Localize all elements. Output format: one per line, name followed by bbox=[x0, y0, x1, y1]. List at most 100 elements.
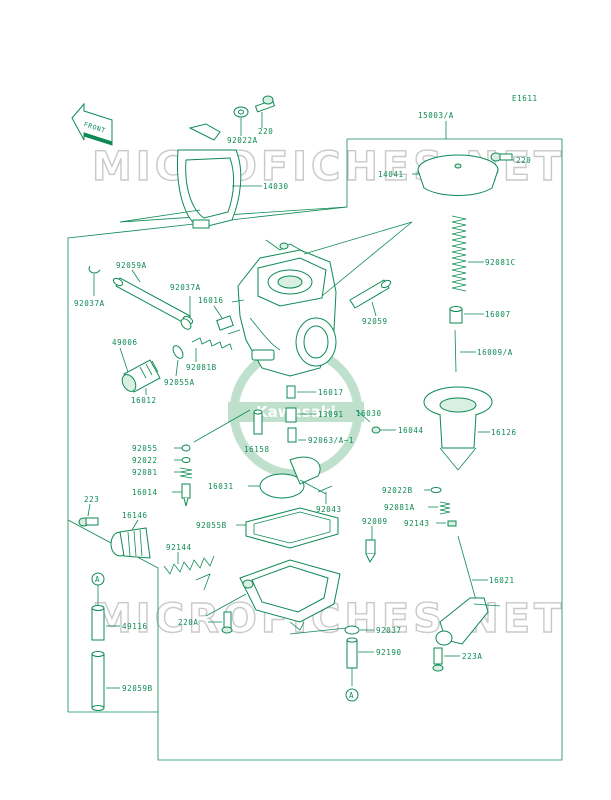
label-92022: 92022 bbox=[132, 456, 158, 465]
label-16016: 16016 bbox=[198, 296, 224, 305]
svg-text:A: A bbox=[349, 691, 354, 700]
label-14041: 14041 bbox=[378, 170, 404, 179]
part-92037A-clip-left bbox=[88, 265, 101, 296]
part-92055A-oring bbox=[172, 345, 184, 377]
label-92143: 92143 bbox=[404, 519, 430, 528]
label-16146: 16146 bbox=[122, 511, 148, 520]
part-16158 bbox=[253, 409, 263, 435]
svg-text:A: A bbox=[95, 575, 100, 584]
part-223-screw bbox=[78, 503, 99, 527]
part-16126-diaphragm bbox=[423, 386, 493, 471]
part-92009-screw bbox=[365, 526, 376, 564]
part-92022A-washer bbox=[233, 106, 249, 136]
part-16146 bbox=[110, 519, 151, 559]
part-92059B-tube bbox=[91, 651, 120, 711]
label-49006: 49006 bbox=[112, 338, 138, 347]
label-92043: 92043 bbox=[316, 505, 342, 514]
part-92055B-gasket bbox=[236, 507, 339, 549]
marker-a-left: A bbox=[91, 572, 105, 606]
front-arrow-icon: FRONT bbox=[71, 102, 113, 146]
part-16044 bbox=[371, 426, 396, 434]
part-carburetor-body bbox=[227, 221, 413, 377]
part-16014-screw bbox=[172, 483, 191, 507]
label-16009A: 16009/A bbox=[477, 348, 513, 357]
label-92037A-mid: 92037A bbox=[170, 283, 201, 292]
label-14030: 14030 bbox=[263, 182, 289, 191]
label-92190: 92190 bbox=[376, 648, 402, 657]
label-92059A: 92059A bbox=[116, 261, 147, 270]
label-16017: 16017 bbox=[318, 388, 344, 397]
part-49006-plunger bbox=[119, 347, 161, 393]
label-92009: 92009 bbox=[362, 517, 388, 526]
part-92059-tube bbox=[349, 279, 392, 317]
label-92144: 92144 bbox=[166, 543, 192, 552]
label-16126: 16126 bbox=[491, 428, 517, 437]
label-92081B: 92081B bbox=[186, 363, 217, 372]
part-92143 bbox=[436, 520, 457, 527]
label-92081: 92081 bbox=[132, 468, 158, 477]
label-16031: 16031 bbox=[208, 482, 234, 491]
part-92055-oring bbox=[174, 444, 191, 452]
label-16007: 16007 bbox=[485, 310, 511, 319]
part-13091 bbox=[285, 407, 316, 423]
part-220-screw-top bbox=[254, 95, 276, 128]
part-16030 bbox=[355, 409, 371, 423]
part-92081B-spring bbox=[191, 337, 233, 362]
part-16009A-needle bbox=[454, 329, 476, 373]
label-220-top: 220 bbox=[258, 127, 273, 136]
part-92037A-clip-mid bbox=[180, 296, 192, 330]
part-16007-retainer bbox=[449, 306, 484, 324]
part-92059A-tube bbox=[112, 269, 194, 325]
label-92022A: 92022A bbox=[227, 136, 258, 145]
part-92022B bbox=[424, 487, 442, 493]
label-92081C: 92081C bbox=[485, 258, 516, 267]
part-16017-jet bbox=[286, 385, 316, 399]
label-92037: 92037 bbox=[376, 626, 402, 635]
label-92055B: 92055B bbox=[196, 521, 227, 530]
part-220A-screw bbox=[208, 611, 233, 634]
part-92190-tube bbox=[346, 637, 374, 686]
marker-a-bottom: A bbox=[345, 688, 359, 702]
label-92059: 92059 bbox=[362, 317, 388, 326]
label-92063A1: 92063/A~1 bbox=[308, 436, 354, 445]
part-92081C-spring bbox=[451, 215, 484, 292]
part-220-screw-right bbox=[490, 152, 514, 162]
label-16030: 16030 bbox=[356, 409, 382, 418]
label-92055: 92055 bbox=[132, 444, 158, 453]
part-16031 bbox=[248, 456, 327, 499]
part-92081-spring bbox=[174, 467, 193, 479]
label-223-left: 223 bbox=[84, 495, 99, 504]
label-49116: 49116 bbox=[122, 622, 148, 631]
label-92081A: 92081A bbox=[384, 503, 415, 512]
diagram-id: E1611 bbox=[512, 94, 538, 103]
part-float-bowl bbox=[205, 559, 341, 631]
label-223A: 223A bbox=[462, 652, 482, 661]
part-49116 bbox=[91, 605, 120, 641]
part-92043-pin bbox=[317, 485, 333, 504]
label-16021: 16021 bbox=[489, 576, 515, 585]
label-92055A: 92055A bbox=[164, 378, 195, 387]
label-16044: 16044 bbox=[398, 426, 424, 435]
part-92022-washer bbox=[174, 457, 191, 463]
part-92144-spring bbox=[163, 552, 215, 575]
part-92081A-spring bbox=[428, 501, 451, 515]
label-16012: 16012 bbox=[131, 396, 157, 405]
part-223A-screw bbox=[432, 647, 460, 672]
part-92063A1 bbox=[287, 427, 306, 443]
part-14030-cover bbox=[119, 123, 262, 229]
label-15003A: 15003/A bbox=[418, 111, 454, 120]
part-14041-top-cap bbox=[412, 154, 499, 196]
label-92059B: 92059B bbox=[122, 684, 153, 693]
label-220-right: 220 bbox=[516, 156, 531, 165]
label-16014: 16014 bbox=[132, 488, 158, 497]
label-13091: 13091 bbox=[318, 410, 344, 419]
part-92037-clip bbox=[344, 625, 374, 635]
label-16158: 16158 bbox=[244, 445, 270, 454]
label-92037A-left: 92037A bbox=[74, 299, 105, 308]
label-92022B: 92022B bbox=[382, 486, 413, 495]
label-220A: 220A bbox=[178, 618, 198, 627]
part-16016 bbox=[213, 305, 234, 331]
part-16021-lever bbox=[435, 535, 501, 646]
